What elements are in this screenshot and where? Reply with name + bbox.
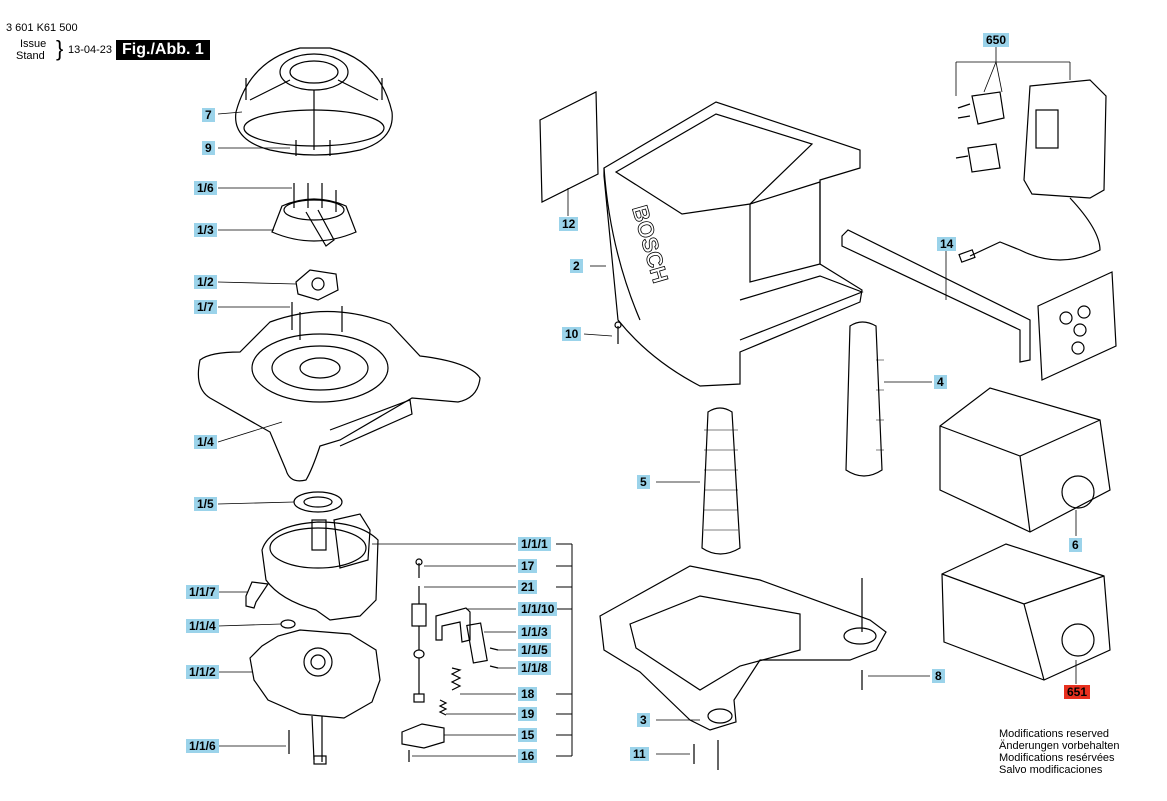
plate-1-1-3 [466,622,488,664]
issue-label: Issue [20,38,47,50]
callout-1-7: 1/7 [194,300,217,314]
callout-3: 3 [637,713,650,727]
motor-housing [261,513,379,621]
screws-1-6 [293,183,337,212]
charger [958,79,1107,263]
note-de: Änderungen vorbehalten [999,740,1120,752]
callout-2: 2 [570,259,583,273]
main-housing [603,101,864,387]
spring-18 [450,667,462,691]
callout-15: 15 [518,728,538,742]
coupling-part [295,269,339,301]
callout-1-4: 1/4 [194,435,217,449]
note-fr: Modifications resérvées [999,752,1115,764]
sensor-assembly-21 [411,586,427,703]
issue-date: 13-04-23 [68,44,113,56]
callout-1-1-6: 1/1/6 [186,739,219,753]
part-number: 3 601 K61 500 [6,22,78,34]
callout-1-1-5: 1/1/5 [518,643,551,657]
housing-brand-text: BOSCH [627,202,673,285]
screws-7 [245,78,383,156]
callout-1-5: 1/5 [194,497,217,511]
note-en: Modifications reserved [999,728,1110,740]
grip-5 [701,407,741,555]
header-bracket: } [56,36,64,61]
callout-8: 8 [932,669,945,683]
clip-1-1-7 [245,581,270,609]
callout-9: 9 [202,141,215,155]
callout-1-1-2: 1/1/2 [186,665,219,679]
label-sheet [539,91,599,203]
callout-1-1-8: 1/1/8 [518,661,551,675]
callout-1-3: 1/3 [194,223,217,237]
callout-651: 651 [1064,685,1091,699]
bottom-base [599,565,887,731]
callout-1-2: 1/2 [194,275,217,289]
group-bracket-lines [556,543,573,757]
callout-6: 6 [1069,538,1082,552]
bracket-1-1-10 [435,607,471,643]
callout-650: 650 [983,33,1010,47]
stand-label: Stand [16,50,45,62]
washer-1-1-4 [280,619,296,629]
callout-18: 18 [518,687,538,701]
callout-16: 16 [518,749,538,763]
callout-1-1-3: 1/1/3 [518,625,551,639]
mounting-plate [1037,271,1117,381]
spring-19 [438,699,448,716]
screw-1-1-8 [489,665,499,669]
adapter-plugs [955,91,1005,173]
screw-1-1-5 [489,647,499,651]
callout-14: 14 [937,237,957,251]
top-housing-frame [235,47,393,156]
callout-1-1-10: 1/1/10 [518,602,558,616]
strap [841,229,1031,363]
callout-1-1-1: 1/1/1 [518,537,551,551]
screw-10 [614,321,622,344]
grip-4 [845,321,884,477]
head-cap [271,198,357,247]
callout-10: 10 [562,327,582,341]
callout-1-6: 1/6 [194,181,217,195]
callout-4: 4 [934,375,947,389]
callout-1-1-4: 1/1/4 [186,619,219,633]
bracket-650 [955,46,1071,96]
screw-11 [693,740,719,770]
gasket-15 [401,723,445,749]
callout-5: 5 [637,475,650,489]
bearing-ring [293,491,343,513]
screw-17 [415,558,423,578]
callout-12: 12 [559,217,579,231]
callout-7: 7 [202,108,215,122]
figure-tag: Fig./Abb. 1 [116,40,210,60]
battery-pack [941,543,1111,681]
callout-19: 19 [518,707,538,721]
note-es: Salvo modificaciones [999,764,1103,776]
callout-1-1-7: 1/1/7 [186,585,219,599]
circuit-board [249,629,381,765]
modification-notes: Modifications reserved Änderungen vorbeh… [999,728,1119,776]
callout-11: 11 [630,747,649,761]
callout-21: 21 [518,580,538,594]
battery-compartment [939,387,1111,533]
callout-17: 17 [518,559,538,573]
leader-lines [217,111,516,757]
base-tripod [197,310,481,482]
